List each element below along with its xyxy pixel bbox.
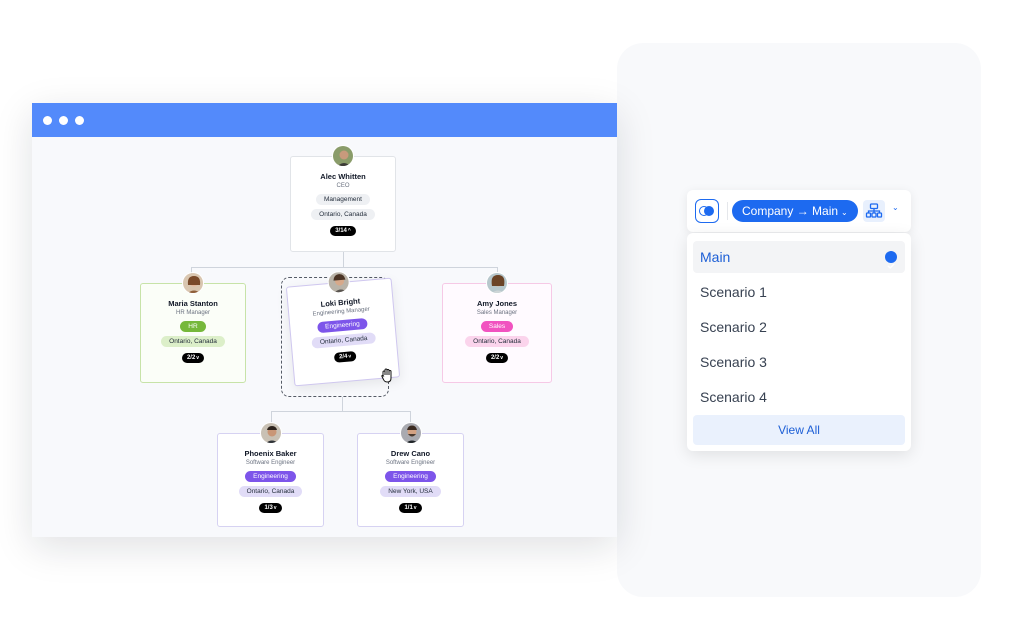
connector-line [342,397,343,411]
person-role: Software Engineer [385,460,436,466]
connector-line [271,411,411,412]
org-card-alec-whitten[interactable]: Alec Whitten CEO Management Ontario, Can… [290,145,396,252]
reports-count-button[interactable]: 2/2v [181,353,205,363]
menu-item-main[interactable]: Main [693,241,905,273]
person-role: CEO [336,183,350,189]
department-tag: Engineering [316,317,369,334]
chevron-down-icon: ⌄ [841,208,848,217]
location-tag: New York, USA [380,486,441,497]
reports-count: 2/2 [490,355,500,361]
person-name: Amy Jones [476,299,518,308]
chevron-down-icon: v [500,355,504,361]
person-role: Software Engineer [245,460,296,466]
location-tag: Ontario, Canada [311,332,376,349]
reports-count: 3/14 [335,228,347,234]
reports-count: 1/1 [404,505,413,511]
window-control-dot[interactable] [43,116,52,125]
org-structure-button[interactable] [863,200,885,222]
window-titlebar [32,103,617,137]
reports-count-button[interactable]: 2/2v [485,353,509,363]
menu-item-scenario-2[interactable]: Scenario 2 [693,311,905,343]
view-all-button[interactable]: View All [693,415,905,445]
avatar [332,145,354,167]
org-card-amy-jones[interactable]: Amy Jones Sales Manager Sales Ontario, C… [442,272,552,383]
connector-line [271,411,272,427]
scenario-toolbar: Company → Main⌄ ⌄ [687,190,911,232]
reports-count-button[interactable]: 2/4v [333,350,357,363]
toolbar-divider [727,202,728,220]
org-card-maria-stanton[interactable]: Maria Stanton HR Manager HR Ontario, Can… [140,272,246,383]
chevron-up-icon: ^ [347,228,351,234]
window-control-dot[interactable] [59,116,68,125]
person-role: Sales Manager [476,310,518,316]
browser-window: Alec Whitten CEO Management Ontario, Can… [32,103,617,537]
reports-count: 2/4 [338,353,348,361]
person-name: Alec Whitten [320,172,366,181]
reports-count-button[interactable]: 3/14^ [330,226,356,236]
scenario-path-label: Company → Main [742,204,839,218]
window-control-dot[interactable] [75,116,84,125]
avatar [259,422,282,444]
menu-item-label: Scenario 3 [700,354,767,370]
location-tag: Ontario, Canada [311,209,375,220]
org-card-phoenix-baker[interactable]: Phoenix Baker Software Engineer Engineer… [217,422,324,527]
location-tag: Ontario, Canada [238,486,303,497]
chevron-down-icon: v [196,355,200,361]
check-icon [885,251,897,269]
menu-item-label: Scenario 1 [700,284,767,300]
person-role: HR Manager [175,310,210,316]
menu-item-label: Scenario 2 [700,319,767,335]
person-name: Phoenix Baker [244,449,297,458]
chevron-down-icon: v [413,505,417,511]
avatar [326,270,351,295]
menu-item-scenario-4[interactable]: Scenario 4 [693,381,905,413]
department-tag: Engineering [385,471,436,482]
location-tag: Ontario, Canada [465,336,529,347]
reports-count: 1/3 [264,505,273,511]
chevron-down-icon[interactable]: ⌄ [892,203,899,212]
menu-item-scenario-3[interactable]: Scenario 3 [693,346,905,378]
connector-line [191,267,497,268]
department-tag: Management [316,194,370,205]
org-chart-canvas[interactable]: Alec Whitten CEO Management Ontario, Can… [32,137,617,537]
person-name: Drew Cano [390,449,431,458]
scenario-dropdown-menu: Main Scenario 1 Scenario 2 Scenario 3 Sc… [687,233,911,451]
scenario-path-button[interactable]: Company → Main⌄ [732,200,858,222]
avatar [399,422,422,444]
menu-item-scenario-1[interactable]: Scenario 1 [693,276,905,308]
org-card-loki-bright[interactable]: Loki Bright Engineering Manager Engineer… [285,270,401,387]
app-logo-icon[interactable] [695,199,719,223]
logo-circle [704,206,714,216]
avatar [486,272,508,294]
department-tag: Engineering [245,471,296,482]
connector-line [410,411,411,427]
reports-count-button[interactable]: 1/1v [399,503,422,513]
chevron-down-icon: v [348,353,352,360]
reports-count: 2/2 [186,355,196,361]
chevron-down-icon: v [273,505,277,511]
location-tag: Ontario, Canada [161,336,225,347]
menu-item-label: Scenario 4 [700,389,767,405]
person-name: Maria Stanton [168,299,218,308]
menu-item-label: Main [700,249,731,265]
department-tag: HR [180,321,206,332]
department-tag: Sales [480,321,514,332]
grab-cursor-icon [379,367,397,385]
reports-count-button[interactable]: 1/3v [259,503,282,513]
avatar [182,272,204,294]
org-card-drew-cano[interactable]: Drew Cano Software Engineer Engineering … [357,422,464,527]
org-structure-icon [865,203,883,218]
